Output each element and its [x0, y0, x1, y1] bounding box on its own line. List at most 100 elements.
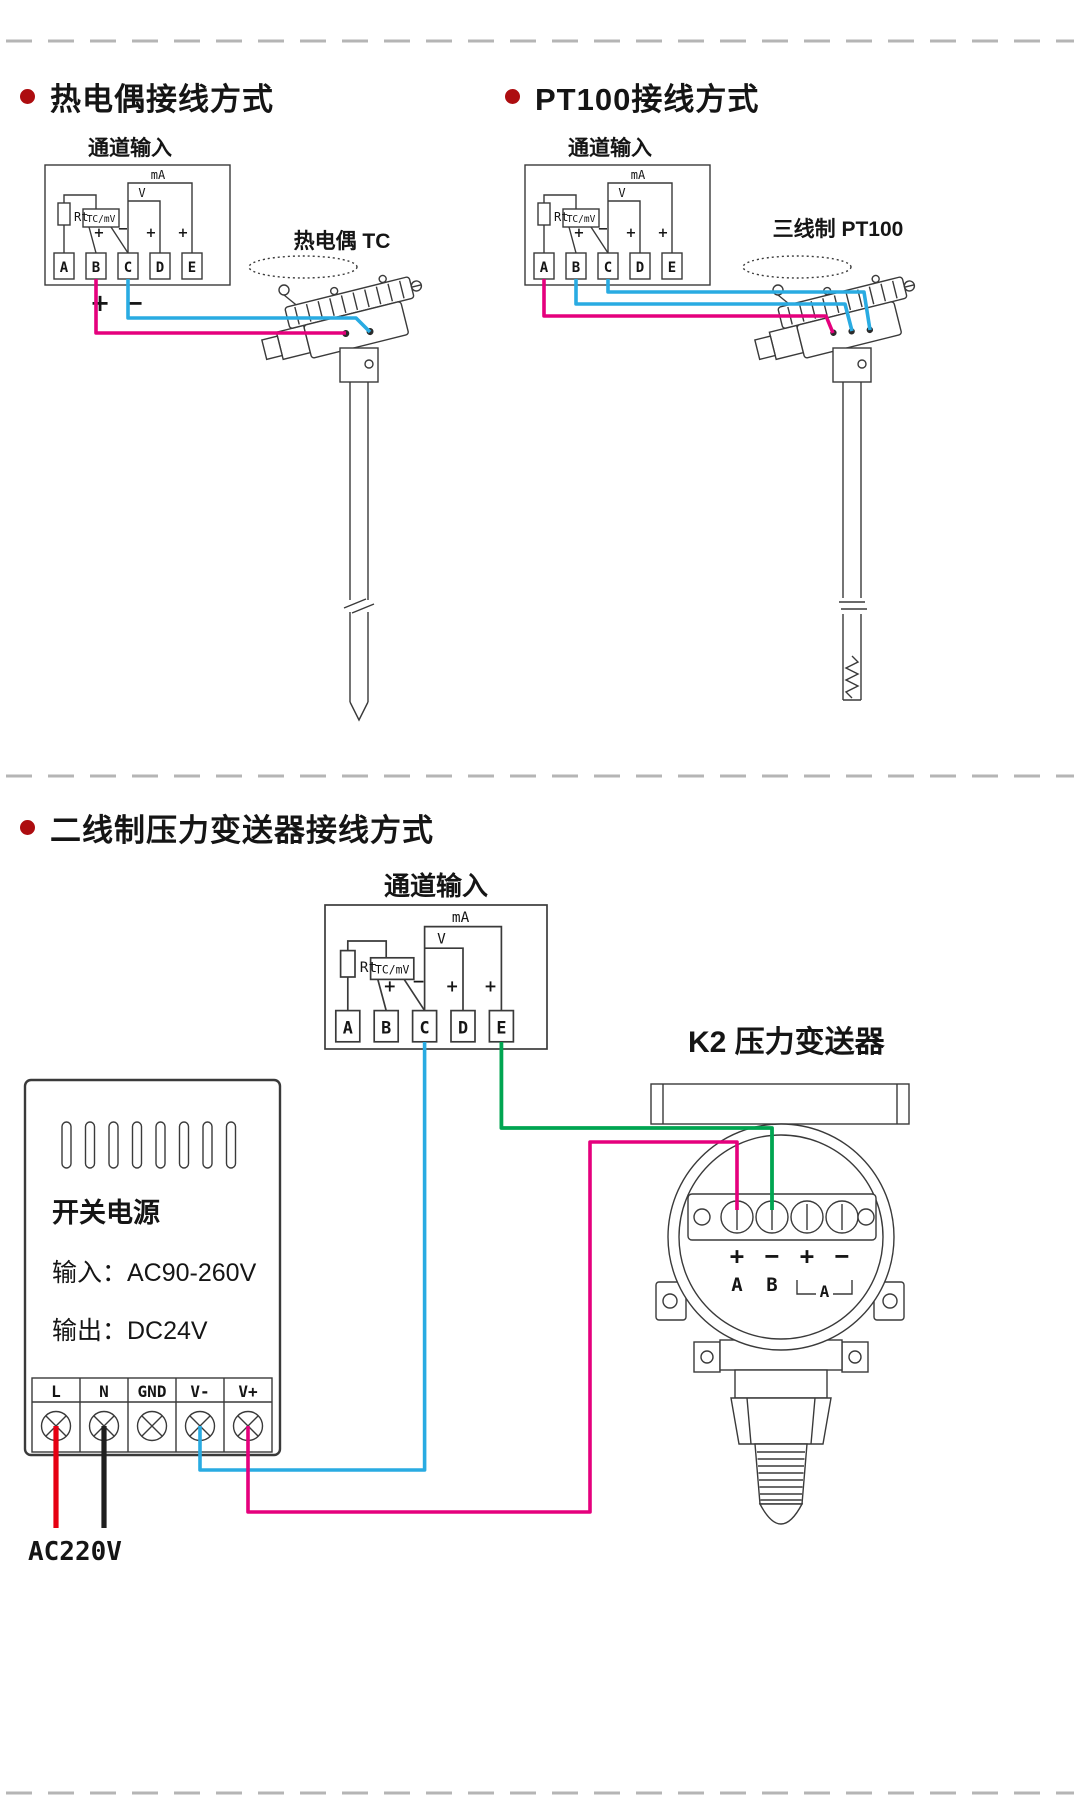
sensor-tip — [758, 1503, 804, 1525]
tcmv-leads — [568, 226, 609, 254]
terminal-d-label: D — [636, 260, 644, 276]
tcmv-box — [369, 956, 415, 981]
bracket-marks — [796, 1280, 853, 1295]
section-title-pt100: PT100接线方式 — [535, 82, 760, 117]
hex-nut — [730, 1397, 832, 1445]
terminal-a-label: A — [343, 1017, 353, 1037]
tcmv-box — [82, 208, 120, 228]
tab-hole — [848, 1350, 862, 1364]
psu-vents — [61, 1121, 237, 1169]
vent-slot — [108, 1121, 119, 1169]
probe-upper — [842, 382, 862, 598]
probe-lower — [842, 614, 862, 701]
cable-gland-nut — [261, 335, 284, 361]
wire-b-to-pt100 — [574, 279, 854, 332]
wire-c-to-tc-minus — [126, 279, 372, 334]
collar-screw-icon — [364, 359, 374, 369]
terminal-a — [53, 252, 75, 280]
plus-sign: + — [146, 226, 157, 241]
minus-sign: − — [118, 222, 129, 237]
label-a: A — [731, 1274, 743, 1296]
vent-slot — [202, 1121, 213, 1169]
wire-a-to-pt100 — [542, 279, 835, 334]
rtd-element-zigzag — [844, 655, 860, 699]
cap-end-screw-slot — [904, 284, 915, 288]
sign-plus-2: + — [800, 1242, 814, 1270]
plus-sign: + — [94, 226, 105, 241]
psu-terminal-gnd-label: GND — [138, 1382, 167, 1401]
polarity-plus: + — [90, 289, 110, 317]
wire-vplus-to-transmitter-plus — [246, 1140, 739, 1514]
tcmv-leads — [88, 226, 129, 254]
cap-screw-icon — [278, 284, 290, 296]
channel-input-label-tc: 通道输入 — [88, 136, 172, 160]
v-label: V — [138, 186, 145, 200]
power-supply-unit: 开关电源 输入：AC90-260V 输出：DC24V L N GND V- V+ — [23, 1078, 282, 1457]
mounting-hole — [882, 1293, 898, 1309]
tcmv-box — [562, 208, 600, 228]
callout-ellipse — [742, 255, 852, 279]
psu-terminal-vplus-label: V+ — [238, 1382, 258, 1401]
wire-e-to-transmitter-minus — [499, 1042, 774, 1210]
vent-slot — [178, 1121, 190, 1169]
v-loop-line — [608, 200, 641, 253]
bullet-icon — [20, 89, 35, 104]
vent-slot — [84, 1121, 96, 1169]
terminal-d — [149, 252, 171, 280]
plus-sign: + — [178, 226, 189, 241]
terminal-d — [629, 252, 651, 280]
probe-break-marks — [839, 601, 867, 610]
head-body — [303, 301, 409, 359]
psu-case — [23, 1078, 282, 1457]
section-title-pressure: 二线制压力变送器接线方式 — [50, 813, 434, 848]
tcmv-label: TC/mV — [87, 214, 116, 225]
rt-leads — [346, 940, 388, 1011]
v-loop-line — [128, 200, 161, 253]
v-loop-line — [424, 947, 464, 1011]
plus-sign: + — [484, 977, 497, 995]
rt-label: Rt — [360, 960, 377, 976]
wire-c-to-vminus — [198, 1042, 427, 1472]
section-title-thermocouple: 热电偶接线方式 — [50, 82, 274, 117]
terminal-e — [661, 252, 683, 280]
sign-minus-1: − — [765, 1242, 779, 1270]
plus-sign: + — [574, 226, 585, 241]
top-housing-endcaps — [662, 1084, 898, 1124]
terminal-d-label: D — [458, 1017, 468, 1037]
terminal-c-label: C — [420, 1017, 430, 1037]
cable-gland-nut — [754, 335, 777, 361]
bullet-icon — [505, 89, 520, 104]
vent-slot — [131, 1121, 143, 1169]
transmitter-device-label: K2 压力变送器 — [688, 1025, 886, 1059]
rt-resistor — [537, 202, 551, 226]
probe-tip — [349, 701, 369, 722]
ma-label: mA — [452, 910, 470, 926]
tcmv-label: TC/mV — [375, 962, 409, 976]
ma-label: mA — [631, 168, 646, 182]
cap-end-screw-slot — [411, 284, 422, 288]
mains-label: AC220V — [28, 1537, 122, 1567]
bracket-label-a: A — [820, 1282, 830, 1301]
terminal-e-label: E — [496, 1017, 506, 1037]
psu-name-label: 开关电源 — [52, 1198, 160, 1228]
screw-cross — [141, 1415, 163, 1437]
terminal-c-label: C — [604, 260, 612, 276]
ma-loop-line — [607, 182, 673, 253]
terminal-b-label: B — [381, 1017, 391, 1037]
channel-input-block-pt100: mA V TC/mV Rt + − + + A B C D E — [524, 164, 711, 286]
terminal-e-label: E — [188, 260, 196, 276]
terminal-strip-dividers — [32, 1378, 272, 1452]
vent-slot — [225, 1121, 237, 1169]
psu-terminal-n-label: N — [99, 1382, 109, 1401]
label-b: B — [766, 1274, 777, 1296]
pt100-device-label: 三线制 PT100 — [773, 217, 904, 241]
psu-input-spec: 输入：AC90-260V — [52, 1259, 257, 1287]
probe-collar — [339, 347, 379, 383]
tab-hole — [700, 1350, 714, 1364]
terminal-a-label: A — [540, 260, 549, 276]
probe-upper — [349, 382, 369, 600]
probe-lower — [349, 612, 369, 702]
threaded-stub — [754, 1443, 808, 1505]
sign-plus-1: + — [730, 1242, 744, 1270]
